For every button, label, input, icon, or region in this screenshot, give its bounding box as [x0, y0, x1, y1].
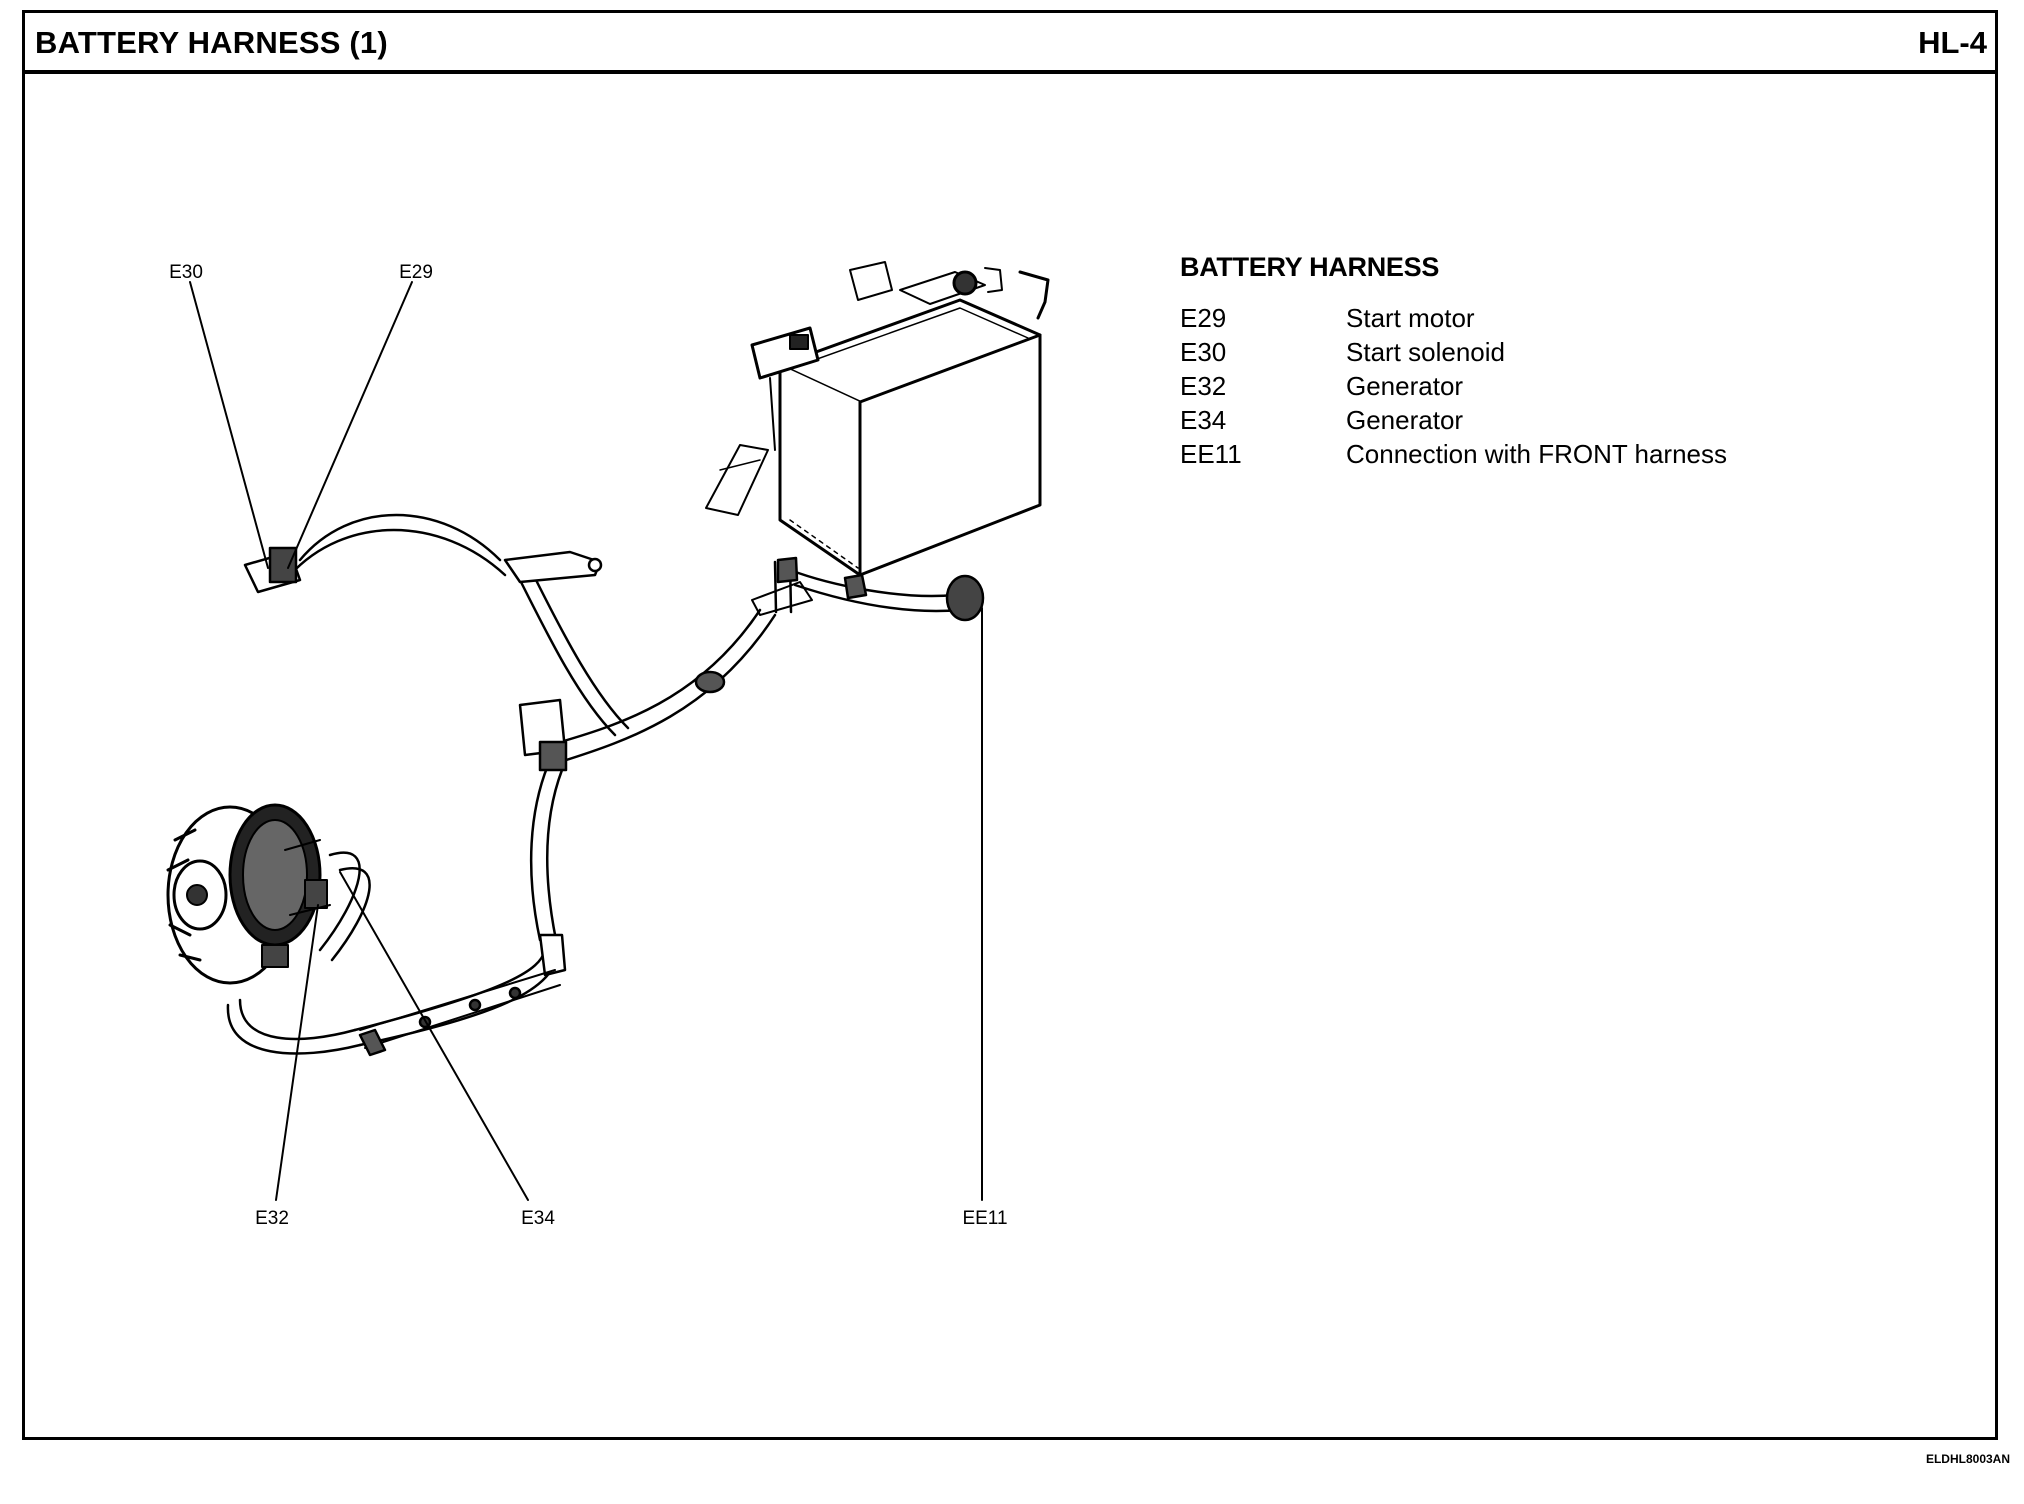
legend-code: E34: [1180, 405, 1227, 435]
page-header: BATTERY HARNESS (1) HL-4: [25, 13, 1995, 74]
legend-row: E30 Start solenoid: [1180, 335, 1727, 369]
legend-description: Start solenoid: [1346, 337, 1505, 367]
legend-description: Connection with FRONT harness: [1346, 439, 1728, 469]
legend-code: E32: [1180, 371, 1227, 401]
page-title: BATTERY HARNESS (1): [35, 25, 388, 60]
legend-code: EE11: [1180, 439, 1242, 469]
legend-row: EE11 Connection with FRONT harness: [1180, 437, 1727, 471]
callout-e32: E32: [255, 1208, 289, 1229]
legend-row: E34 Generator: [1180, 403, 1727, 437]
harness-tubes: [226, 513, 962, 1055]
callout-e30: E30: [169, 262, 203, 283]
page-code: HL-4: [1918, 25, 1987, 60]
callout-leaders: [189, 281, 983, 1201]
legend-code: E29: [1180, 303, 1227, 333]
page-frame: BATTERY HARNESS (1) HL-4: [22, 10, 1998, 1440]
battery-illustration: [705, 261, 1050, 616]
callout-ee11: EE11: [962, 1208, 1007, 1229]
legend-description: Start motor: [1346, 303, 1475, 333]
callout-e29: E29: [399, 262, 433, 283]
generator-illustration: [166, 803, 331, 985]
connector-legend: BATTERY HARNESS E29 Start motor E30 Star…: [1180, 252, 1727, 471]
legend-code: E30: [1180, 337, 1227, 367]
callout-e34: E34: [521, 1208, 555, 1229]
image-code: ELDHL8003AN: [1925, 1452, 2010, 1466]
legend-row: E29 Start motor: [1180, 301, 1727, 335]
legend-description: Generator: [1346, 405, 1464, 435]
legend-title: BATTERY HARNESS: [1180, 252, 1440, 282]
harness-clips: [243, 546, 985, 1057]
legend-description: Generator: [1346, 371, 1464, 401]
legend-row: E32 Generator: [1180, 369, 1727, 403]
